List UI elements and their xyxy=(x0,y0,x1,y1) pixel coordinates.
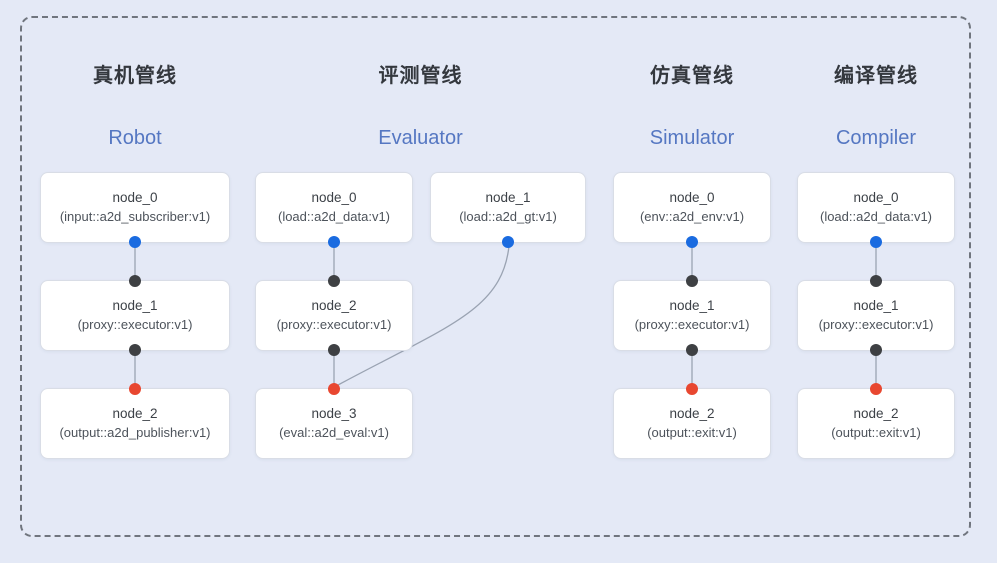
node-title: node_2 xyxy=(112,406,158,421)
output-port-icon xyxy=(502,236,514,248)
node-subtitle: (input::a2d_subscriber:v1) xyxy=(59,209,211,224)
node-title: node_0 xyxy=(112,190,158,205)
node-subtitle: (env::a2d_env:v1) xyxy=(639,209,745,224)
node-subtitle: (load::a2d_data:v1) xyxy=(819,209,933,224)
node-title: node_1 xyxy=(669,298,715,313)
input-port-icon xyxy=(328,275,340,287)
output-port-icon xyxy=(129,236,141,248)
node-subtitle: (proxy::executor:v1) xyxy=(276,317,392,332)
node-subtitle: (load::a2d_gt:v1) xyxy=(459,209,557,224)
header-en-compiler: Compiler xyxy=(835,127,917,149)
robot-node-0: node_0 (input::a2d_subscriber:v1) xyxy=(40,172,230,248)
output-port-icon xyxy=(328,236,340,248)
simulator-node-1: node_1 (proxy::executor:v1) xyxy=(613,275,771,356)
terminal-port-icon xyxy=(870,383,882,395)
header-en-robot: Robot xyxy=(108,127,162,149)
node-subtitle: (eval::a2d_eval:v1) xyxy=(279,425,389,440)
input-port-icon xyxy=(870,275,882,287)
node-title: node_0 xyxy=(311,190,357,205)
evaluator-node-1: node_1 (load::a2d_gt:v1) xyxy=(430,172,586,248)
node-title: node_2 xyxy=(853,406,899,421)
header-cn-evaluator: 评测管线 xyxy=(378,65,463,87)
compiler-node-2: node_2 (output::exit:v1) xyxy=(797,383,955,459)
node-subtitle: (proxy::executor:v1) xyxy=(634,317,750,332)
input-port-icon xyxy=(686,275,698,287)
output-port-icon xyxy=(870,344,882,356)
robot-node-1: node_1 (proxy::executor:v1) xyxy=(40,275,230,356)
simulator-node-2: node_2 (output::exit:v1) xyxy=(613,383,771,459)
evaluator-node-3: node_3 (eval::a2d_eval:v1) xyxy=(255,383,413,459)
node-title: node_3 xyxy=(311,406,357,421)
terminal-port-icon xyxy=(686,383,698,395)
node-title: node_2 xyxy=(669,406,715,421)
evaluator-node-0: node_0 (load::a2d_data:v1) xyxy=(255,172,413,248)
compiler-node-1: node_1 (proxy::executor:v1) xyxy=(797,275,955,356)
dashed-frame xyxy=(20,16,971,537)
terminal-port-icon xyxy=(129,383,141,395)
node-title: node_0 xyxy=(669,190,715,205)
simulator-node-0: node_0 (env::a2d_env:v1) xyxy=(613,172,771,248)
output-port-icon xyxy=(686,236,698,248)
output-port-icon xyxy=(686,344,698,356)
node-subtitle: (load::a2d_data:v1) xyxy=(277,209,391,224)
output-port-icon xyxy=(870,236,882,248)
header-en-simulator: Simulator xyxy=(649,127,735,149)
header-cn-simulator: 仿真管线 xyxy=(650,65,734,87)
node-subtitle: (output::exit:v1) xyxy=(831,425,921,440)
node-title: node_0 xyxy=(853,190,899,205)
node-subtitle: (output::exit:v1) xyxy=(647,425,737,440)
robot-node-2: node_2 (output::a2d_publisher:v1) xyxy=(40,383,230,459)
output-port-icon xyxy=(129,344,141,356)
header-cn-robot: 真机管线 xyxy=(93,65,177,87)
terminal-port-icon xyxy=(328,383,340,395)
evaluator-node-2: node_2 (proxy::executor:v1) xyxy=(255,275,413,356)
node-subtitle: (proxy::executor:v1) xyxy=(818,317,934,332)
header-en-evaluator: Evaluator xyxy=(378,127,463,149)
compiler-node-0: node_0 (load::a2d_data:v1) xyxy=(797,172,955,248)
node-title: node_2 xyxy=(311,298,357,313)
header-cn-compiler: 编译管线 xyxy=(834,65,918,87)
node-title: node_1 xyxy=(485,190,531,205)
node-title: node_1 xyxy=(853,298,899,313)
output-port-icon xyxy=(328,344,340,356)
edge-eval-1-3-curve xyxy=(337,245,510,386)
node-subtitle: (output::a2d_publisher:v1) xyxy=(59,425,211,440)
node-subtitle: (proxy::executor:v1) xyxy=(77,317,193,332)
input-port-icon xyxy=(129,275,141,287)
node-title: node_1 xyxy=(112,298,158,313)
